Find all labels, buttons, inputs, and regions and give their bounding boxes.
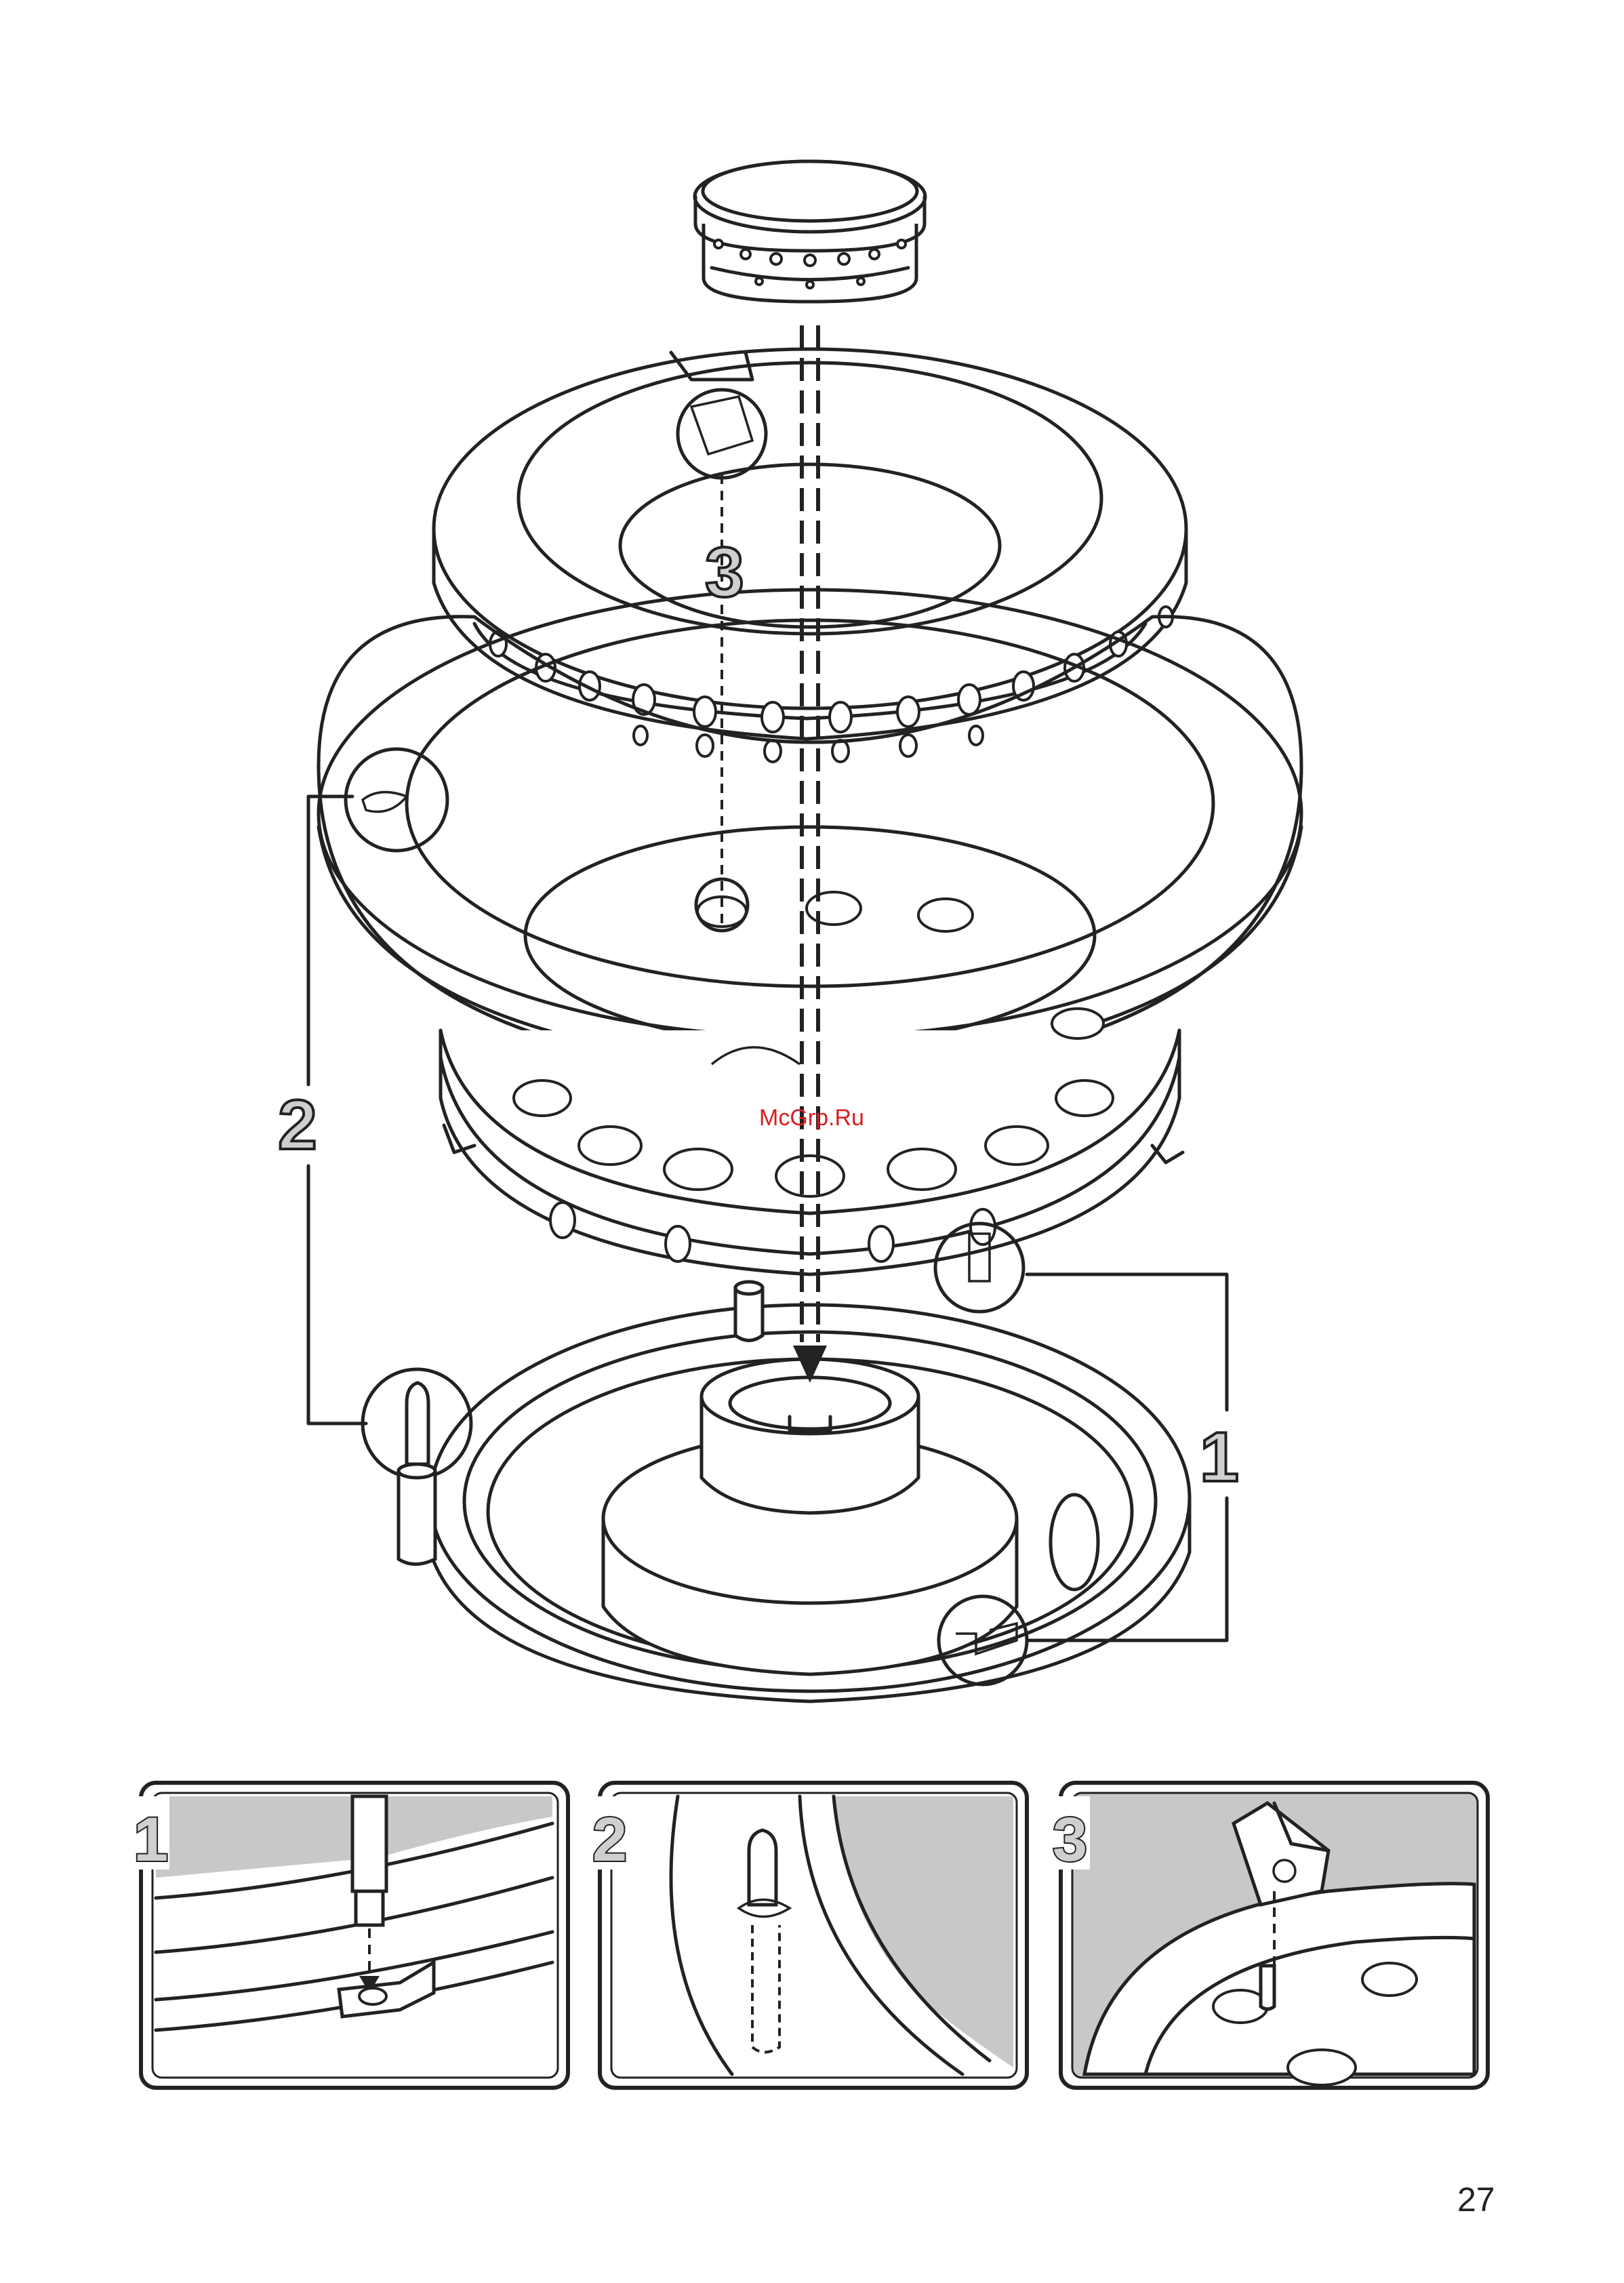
- detail-label-2: 2: [592, 1805, 627, 1874]
- label-part-3: 3: [705, 533, 744, 612]
- detail-label-1: 1: [134, 1805, 168, 1874]
- flame-spreader-ring: [434, 349, 1186, 762]
- label-dimension-2: 2: [278, 1086, 317, 1165]
- burner-base: [430, 1282, 1190, 1701]
- left-pin-callout: [363, 1369, 471, 1564]
- detail-panel-3: 3: [1049, 1783, 1488, 2088]
- detail-panel-2: 2: [588, 1783, 1027, 2088]
- page-number: 27: [1457, 2181, 1495, 2219]
- dimension-bracket-1: [1027, 1274, 1227, 1640]
- callout-circle-left: [346, 749, 447, 851]
- detail-panel-1: 1: [129, 1783, 568, 2088]
- detail-label-3: 3: [1053, 1805, 1087, 1874]
- label-dimension-1: 1: [1200, 1418, 1239, 1497]
- watermark: McGrp.Ru: [759, 1105, 864, 1131]
- burner-cap: [695, 161, 925, 302]
